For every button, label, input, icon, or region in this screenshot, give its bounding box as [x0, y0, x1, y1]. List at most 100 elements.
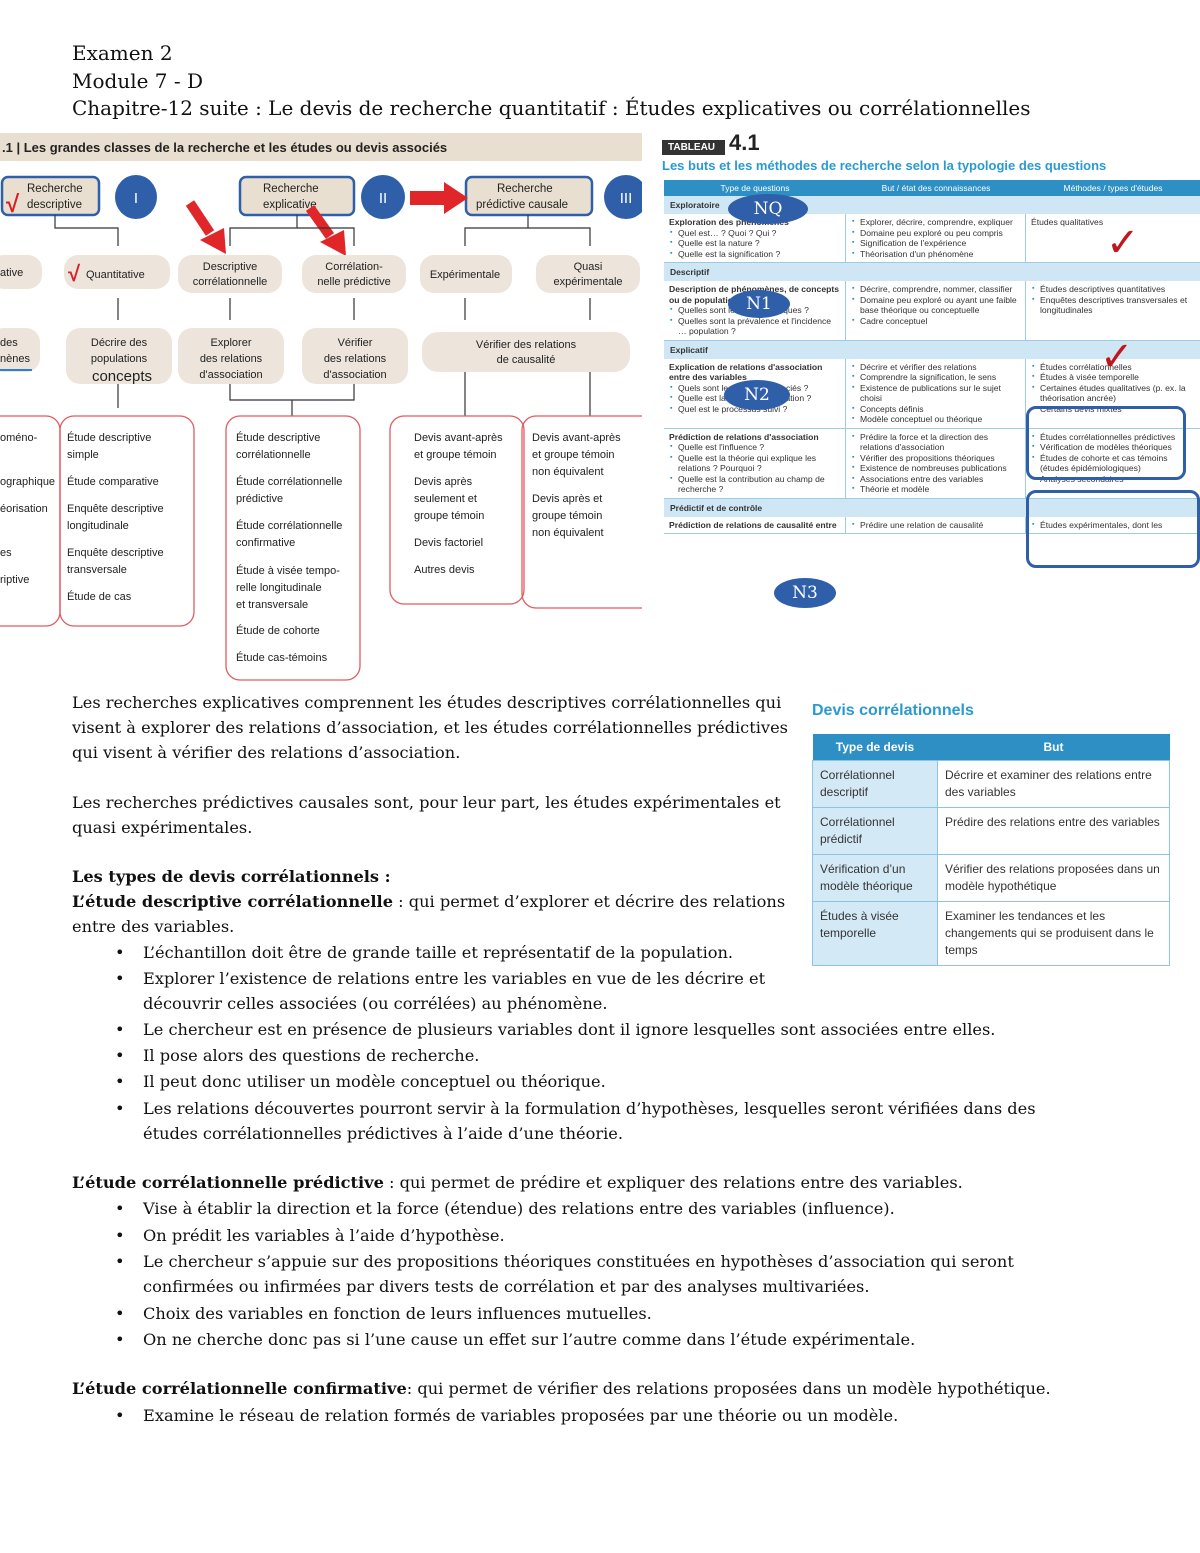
- section-types-title: Les types de devis corrélationnels :: [72, 867, 391, 886]
- section-predictive-desc: : qui permet de prédire et expliquer des…: [383, 1173, 963, 1192]
- roman-oval-1: [115, 175, 157, 219]
- goal-item: Prédire la force et la direction des rel…: [852, 432, 1020, 453]
- bullet-s1-2: Le chercheur est en présence de plusieur…: [115, 1017, 1103, 1042]
- goal-list: Décrire, comprendre, nommer, classifierD…: [851, 284, 1020, 326]
- col2-3c: et transversale: [236, 599, 308, 611]
- level3-2-l3: d'association: [199, 369, 262, 381]
- col4-0c: non équivalent: [532, 466, 604, 478]
- col2-0b: corrélationnelle: [236, 449, 311, 461]
- chapter-title: Chapitre-12 suite : Le devis de recherch…: [72, 96, 1031, 120]
- devis-title: Devis corrélationnels: [812, 702, 974, 719]
- research-classes-diagram: .1 | Les grandes classes de la recherche…: [0, 133, 642, 681]
- goal-item: Associations entre des variables: [852, 474, 1020, 485]
- col2-2b: confirmative: [236, 537, 295, 549]
- col1-0a: Étude descriptive: [67, 431, 151, 444]
- goal-list: Décrire et vérifier des relationsCompren…: [851, 362, 1020, 425]
- col3-3: Autres devis: [414, 564, 475, 576]
- level3-1-l1: Décrire des: [91, 337, 148, 349]
- section-band: Explicatif: [664, 340, 1200, 359]
- section-descriptive-title: L’étude descriptive corrélationnelle: [72, 892, 393, 911]
- level2-quantitative: Quantitative: [86, 269, 145, 281]
- check-icon-quantitative: √: [68, 261, 81, 286]
- devis-goal-cell: Examiner les tendances et les changement…: [937, 901, 1170, 966]
- goal-item: Cadre conceptuel: [852, 316, 1020, 327]
- method-item: Études descriptives quantitatives: [1032, 284, 1195, 295]
- col2-4: Étude de cohorte: [236, 624, 320, 637]
- class-box-descriptive: Recherche descriptive √: [0, 175, 101, 218]
- section-confirmative-intro: L’étude corrélationnelle confirmative: q…: [72, 1376, 1132, 1401]
- section-confirmative-title: L’étude corrélationnelle confirmative: [72, 1379, 407, 1398]
- col3-0a: Devis avant-après: [414, 432, 503, 444]
- section-confirmative-desc: : qui permet de vérifier des relations p…: [406, 1379, 1051, 1398]
- question-title: Description de phénomènes, de concepts o…: [669, 284, 840, 305]
- question-item: Quelle est l'influence ?: [670, 442, 840, 453]
- col0-0: oméno-: [0, 432, 38, 444]
- level3-3-l1: Vérifier: [338, 337, 373, 349]
- col2-2a: Étude corrélationnelle: [236, 519, 342, 532]
- method-list: Études expérimentales, dont les: [1031, 520, 1195, 531]
- method-item: Certaines études qualitatives (p. ex. la…: [1032, 383, 1195, 404]
- roman-oval-2: [361, 175, 405, 219]
- class-explicative-l1: Recherche: [263, 183, 319, 195]
- col4-1c: non équivalent: [532, 527, 604, 539]
- devis-correlationnels-box: Devis corrélationnels Type de devis But …: [812, 702, 1170, 966]
- tableau-title: Les buts et les méthodes de recherche se…: [662, 158, 1107, 173]
- level2-boxes: ative Quantitative √ Descriptive corréla…: [0, 255, 640, 293]
- roman-1: I: [134, 190, 138, 207]
- figure-title-bar: [0, 133, 642, 161]
- section-descriptive-desc: : qui permet d’explorer et décrire des r…: [72, 892, 786, 936]
- method-item: Vérification de modèles théoriques: [1032, 442, 1195, 453]
- class-explicative-l2: explicative: [263, 199, 317, 211]
- bullet-s2-3: Choix des variables en fonction de leurs…: [115, 1301, 1103, 1326]
- devis-header-but: But: [937, 734, 1170, 761]
- highlight-predictive: [1026, 490, 1200, 568]
- bullet-s1-3: Il pose alors des questions de recherche…: [115, 1043, 1103, 1068]
- section-band: Prédictif et de contrôle: [664, 498, 1200, 517]
- level3-2-l2: des relations: [200, 353, 263, 365]
- col1-3b: transversale: [67, 564, 127, 576]
- goal-cell: Explorer, décrire, comprendre, expliquer…: [846, 214, 1026, 262]
- level2-corr-pred-l2: nelle prédictive: [317, 276, 390, 288]
- goal-cell: Prédire une relation de causalité: [846, 516, 1026, 533]
- roman-2: II: [379, 190, 387, 207]
- method-text: Études qualitatives: [1031, 217, 1104, 227]
- method-list: Études descriptives quantitativesEnquête…: [1031, 284, 1195, 316]
- check-icon-descriptive: √: [6, 191, 20, 218]
- check-icon-qualitative: ✓: [1106, 220, 1140, 266]
- class-box-predictive: Recherche prédictive causale: [464, 175, 594, 217]
- question-title: Explication de relations d'association e…: [669, 361, 823, 383]
- oval-nq: NQ: [728, 194, 808, 224]
- highlight-correlational: [1026, 406, 1186, 480]
- devis-goal-cell: Décrire et examiner des relations entre …: [937, 760, 1170, 808]
- goal-cell: Prédire la force et la direction des rel…: [846, 428, 1026, 498]
- devis-type-cell: Études à visée temporelle: [812, 901, 938, 966]
- level2-quasi-l1: Quasi: [574, 261, 603, 273]
- question-cell: Prédiction de relations d'associationQue…: [664, 428, 846, 498]
- oval-n1: N1: [728, 290, 790, 318]
- level3-0-l2: nènes: [0, 353, 30, 365]
- goal-item: Décrire et vérifier des relations: [852, 362, 1020, 373]
- red-arrow-3: [410, 182, 468, 214]
- tableau-number: 4.1: [729, 130, 760, 155]
- col2-0a: Étude descriptive: [236, 431, 320, 444]
- col0-1: ographique: [0, 476, 55, 488]
- level3-3-l2: des relations: [324, 353, 387, 365]
- goal-item: Prédire une relation de causalité: [852, 520, 1020, 531]
- question-list: Quel est… ? Quoi ? Qui ?Quelle est la na…: [669, 228, 840, 260]
- red-arrow-1: [185, 200, 226, 254]
- col3-1b: seulement et: [414, 493, 477, 505]
- devis-table: Type de devis But Corrélationnel descrip…: [812, 734, 1170, 966]
- col1-1: Étude comparative: [67, 475, 159, 488]
- goal-list: Explorer, décrire, comprendre, expliquer…: [851, 217, 1020, 259]
- connectors: [54, 215, 591, 416]
- table-row: Exploration des phénomènesQuel est… ? Qu…: [664, 214, 1200, 263]
- devis-type-cell: Vérification d’un modèle théorique: [812, 854, 938, 902]
- goal-item: Décrire, comprendre, nommer, classifier: [852, 284, 1020, 295]
- goal-item: Existence de publications sur le sujet c…: [852, 383, 1020, 404]
- bullet-s2-1: On prédit les variables à l’aide d’hypot…: [115, 1223, 1103, 1248]
